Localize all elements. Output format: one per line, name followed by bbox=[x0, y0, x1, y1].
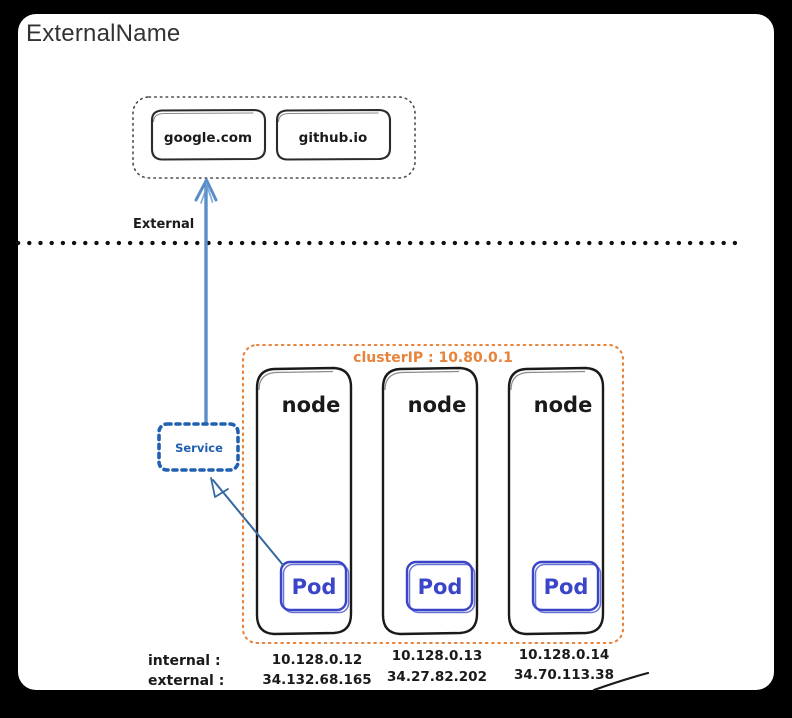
service-to-external-arrow bbox=[194, 178, 218, 429]
service-label: Service bbox=[175, 441, 223, 455]
external-target-github-label: github.io bbox=[299, 130, 368, 146]
external-target-google-label: google.com bbox=[164, 130, 252, 146]
external-ip-legend-label: external : bbox=[148, 673, 224, 689]
service-box[interactable]: Service bbox=[157, 422, 240, 472]
pod-to-service-arrow bbox=[210, 477, 284, 566]
node-1[interactable]: node Pod bbox=[255, 366, 353, 636]
node-1-internal-ip: 10.128.0.12 bbox=[272, 652, 363, 668]
node-2-label: node bbox=[408, 393, 467, 417]
node-3-external-ip: 34.70.113.38 bbox=[514, 667, 614, 683]
pod-1[interactable]: Pod bbox=[279, 560, 350, 614]
node-1-external-ip: 34.132.68.165 bbox=[262, 672, 371, 688]
pod-3[interactable]: Pod bbox=[531, 560, 602, 614]
external-boundary-label: External bbox=[133, 217, 194, 232]
pen-squiggle bbox=[592, 671, 650, 692]
pod-2[interactable]: Pod bbox=[405, 560, 476, 614]
node-2[interactable]: node Pod bbox=[381, 366, 479, 636]
node-2-internal-ip: 10.128.0.13 bbox=[392, 648, 483, 664]
page-title: ExternalName bbox=[26, 20, 181, 47]
node-1-label: node bbox=[282, 393, 341, 417]
node-3-internal-ip: 10.128.0.14 bbox=[519, 647, 610, 663]
node-2-external-ip: 34.27.82.202 bbox=[387, 669, 487, 685]
external-target-github[interactable]: github.io bbox=[275, 108, 392, 161]
internal-ip-legend-label: internal : bbox=[148, 653, 221, 669]
external-target-google[interactable]: google.com bbox=[150, 108, 267, 161]
pod-1-label: Pod bbox=[292, 575, 337, 599]
cluster-boundary bbox=[241, 343, 625, 645]
node-3-label: node bbox=[534, 393, 593, 417]
external-targets-group bbox=[132, 96, 416, 179]
node-3[interactable]: node Pod bbox=[507, 366, 605, 636]
pod-2-label: Pod bbox=[418, 575, 463, 599]
clusterip-label: clusterIP : 10.80.0.1 bbox=[353, 350, 513, 366]
pod-3-label: Pod bbox=[544, 575, 589, 599]
